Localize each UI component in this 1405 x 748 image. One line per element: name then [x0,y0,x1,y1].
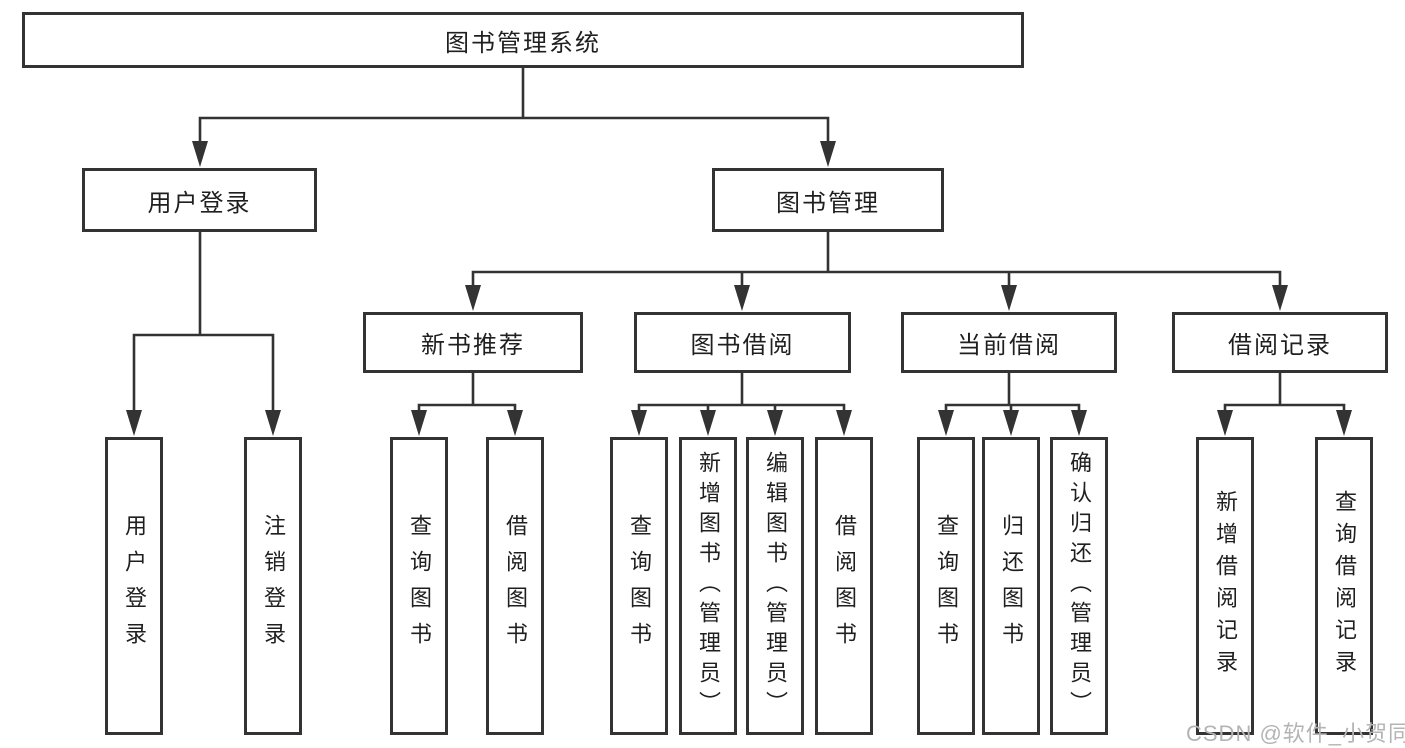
connector-root-to-level2 [198,66,830,145]
leaf-borrow-books-recommend: 借阅图书 [486,437,544,735]
arrowhead [1003,410,1019,436]
arrowhead [1336,410,1352,436]
node-borrowing-records: 借阅记录 [1172,312,1388,373]
node-book-management: 图书管理 [712,168,944,232]
arrowhead [1071,410,1087,436]
leaf-query-books-recommend: 查询图书 [390,437,448,735]
node-current-borrowing: 当前借阅 [901,312,1117,373]
connector-new-book-to-leaves [417,371,517,414]
arrowhead [938,410,954,436]
arrowhead [265,410,281,436]
leaf-borrow-books: 借阅图书 [815,437,873,735]
node-library-management-system: 图书管理系统 [22,12,1024,68]
leaf-query-books-current: 查询图书 [917,437,975,735]
leaf-edit-book-admin: 编辑图书（管理员） [746,437,804,735]
leaf-query-books-borrow: 查询图书 [610,437,668,735]
arrowhead [820,141,836,167]
connector-book-mgmt-to-level3 [471,230,1282,289]
csdn-watermark: CSDN @软件_小贺同学 [1186,721,1405,746]
connector-borrow-records-to-leaves [1223,371,1346,414]
arrowhead [1217,410,1233,436]
arrowhead [126,410,142,436]
connector-current-borrow-to-leaves [944,371,1081,414]
leaf-logout: 注销登录 [244,437,302,735]
arrowhead [836,410,852,436]
node-new-book-recommendation: 新书推荐 [363,312,583,373]
arrowhead [734,285,750,311]
arrowhead [767,410,783,436]
leaf-query-borrow-record: 查询借阅记录 [1315,437,1373,735]
connector-user-login-to-leaves [132,230,275,414]
arrowhead [192,141,208,167]
leaf-add-borrow-record: 新增借阅记录 [1196,437,1254,735]
arrowhead [507,410,523,436]
arrowhead [411,410,427,436]
node-book-borrowing: 图书借阅 [634,312,851,373]
leaf-return-books: 归还图书 [982,437,1040,735]
node-user-login: 用户登录 [82,168,317,232]
connector-book-borrow-to-leaves [637,371,846,414]
arrowhead [465,285,481,311]
leaf-add-book-admin: 新增图书（管理员） [679,437,737,735]
arrowhead [631,410,647,436]
arrowhead [1001,285,1017,311]
leaf-user-login: 用户登录 [105,437,163,735]
arrowhead [1272,285,1288,311]
arrowheads [126,141,1352,436]
arrowhead [700,410,716,436]
leaf-confirm-return-admin: 确认归还（管理员） [1050,437,1108,735]
